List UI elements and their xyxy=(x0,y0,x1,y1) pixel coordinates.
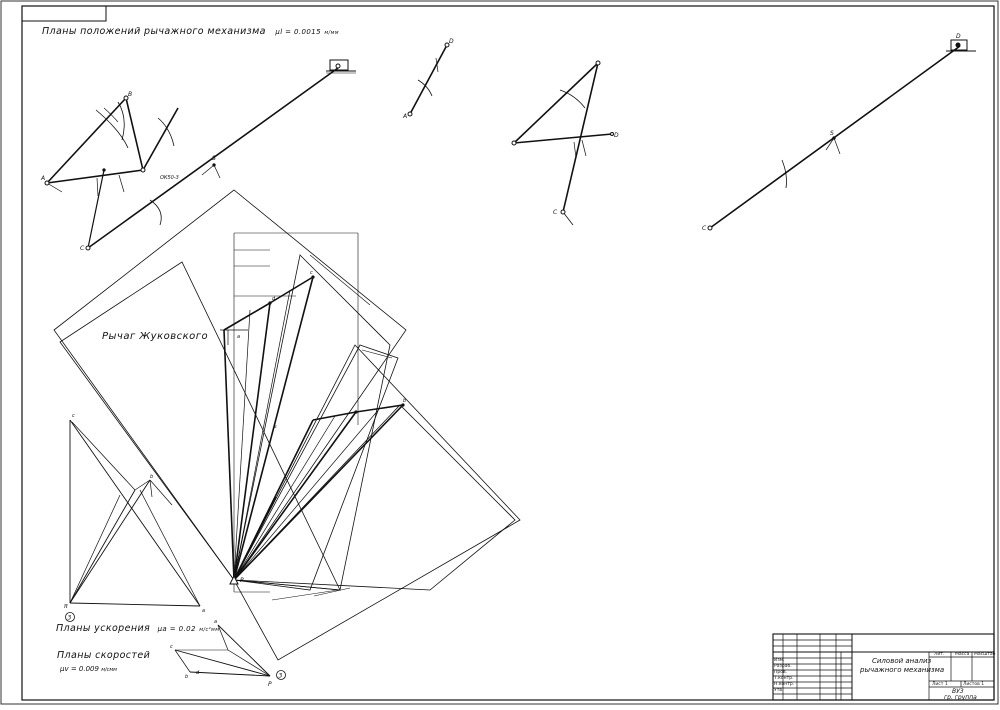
title-block-sheets: Листов 1 xyxy=(963,682,985,687)
lever-label-p: P xyxy=(240,577,244,584)
position-plans-title: Планы положений рычажного механизма xyxy=(42,26,266,37)
title-block-col-scale: Масштаб xyxy=(974,652,996,657)
inner-frame xyxy=(21,5,995,701)
accel-label-c: c xyxy=(72,413,75,419)
velocity-label-p: P xyxy=(268,681,272,688)
title-block-title-2: рычажного механизма xyxy=(860,666,945,674)
mech4-label-c: C xyxy=(702,225,707,232)
accel-label-pi: π xyxy=(64,603,68,610)
velocity-plans-scale-row: μv = 0.009 м/смм xyxy=(60,665,117,673)
position-plans-heading: Планы положений рычажного механизма μl =… xyxy=(42,26,339,37)
lever-pivot xyxy=(229,275,405,585)
velocity-label-c: c xyxy=(170,644,173,650)
lever-label-a: a xyxy=(237,334,240,340)
mech1-label-c: C xyxy=(80,245,85,252)
position-plans-scale: μl = 0.0015 xyxy=(275,28,321,36)
lever-thin-rays xyxy=(220,289,381,581)
lever-dimension-lines xyxy=(233,232,393,601)
lever-label-c: c xyxy=(310,270,313,276)
mech2-label-a: A xyxy=(402,113,407,120)
velocity-circle-number: 3 xyxy=(279,673,283,680)
title-block-group: гр. группа xyxy=(944,694,977,701)
mech4-label-d: D xyxy=(956,33,961,40)
mech1-label-s: S xyxy=(212,155,216,162)
title-block-sheet: Лист 1 xyxy=(932,682,948,687)
mech1-label-ona: ОК50-3 xyxy=(160,175,179,181)
mech3-label-c: C xyxy=(553,209,558,216)
lever-heading: Рычаг Жуковского xyxy=(102,331,209,342)
accel-plans-scale: μa = 0.02 xyxy=(157,625,196,633)
mechanism-plan-1 xyxy=(44,59,356,251)
mech1-label-a: A xyxy=(40,175,45,182)
velocity-label-a: a xyxy=(214,619,217,625)
title-block-col-mass: Масса xyxy=(955,652,970,657)
mechanism-plan-3 xyxy=(511,60,614,226)
accel-plans-title: Планы ускорения xyxy=(56,623,151,634)
lever-rays xyxy=(223,276,404,581)
accel-label-a: a xyxy=(202,608,205,614)
title-block-row-4: Н.контр. xyxy=(774,682,795,687)
title-block-row-5: Утв. xyxy=(774,688,784,693)
accel-circle-number: 3 xyxy=(68,615,72,622)
accel-plans-unit: м/с²мм xyxy=(199,627,220,633)
title-block-row-0: Изм. xyxy=(774,658,785,663)
lever-frames xyxy=(53,189,521,661)
velocity-plans-heading: Планы скоростей xyxy=(57,650,151,661)
accel-plan xyxy=(65,419,201,622)
velocity-plans-scale: μv = 0.009 xyxy=(60,665,99,673)
mech1-label-b: B xyxy=(128,91,132,98)
position-plans-unit: м/мм xyxy=(324,30,339,36)
velocity-plan xyxy=(174,624,286,680)
accel-plans-heading: Планы ускорения μa = 0.02 м/с²мм xyxy=(56,623,219,634)
velocity-label-b: b xyxy=(185,674,188,680)
title-block-row-3: Т.контр. xyxy=(774,676,794,681)
lever-label-s: s xyxy=(274,424,277,430)
velocity-label-d: d xyxy=(196,670,200,676)
title-block-row-1: Разраб. xyxy=(774,664,792,669)
mech4-label-s: S xyxy=(830,130,834,137)
lever-label-d: d xyxy=(272,296,276,302)
lever-label-b: b xyxy=(403,398,406,404)
mechanism-plan-2 xyxy=(407,42,450,117)
mech3-label-d: D xyxy=(614,132,619,139)
title-block-org: ВУЗ xyxy=(952,688,964,695)
mech2-label-d: D xyxy=(449,38,454,45)
velocity-plans-unit: м/смм xyxy=(101,667,117,673)
accel-label-b: b xyxy=(150,474,153,480)
title-block-row-2: Пров. xyxy=(774,670,788,675)
title-block-title-1: Силовой анализ xyxy=(872,657,932,665)
title-block-grid xyxy=(772,633,995,701)
mechanism-plan-4 xyxy=(707,39,976,231)
top-left-stamp xyxy=(21,5,107,22)
title-block-col-lit: Лит. xyxy=(934,652,945,657)
